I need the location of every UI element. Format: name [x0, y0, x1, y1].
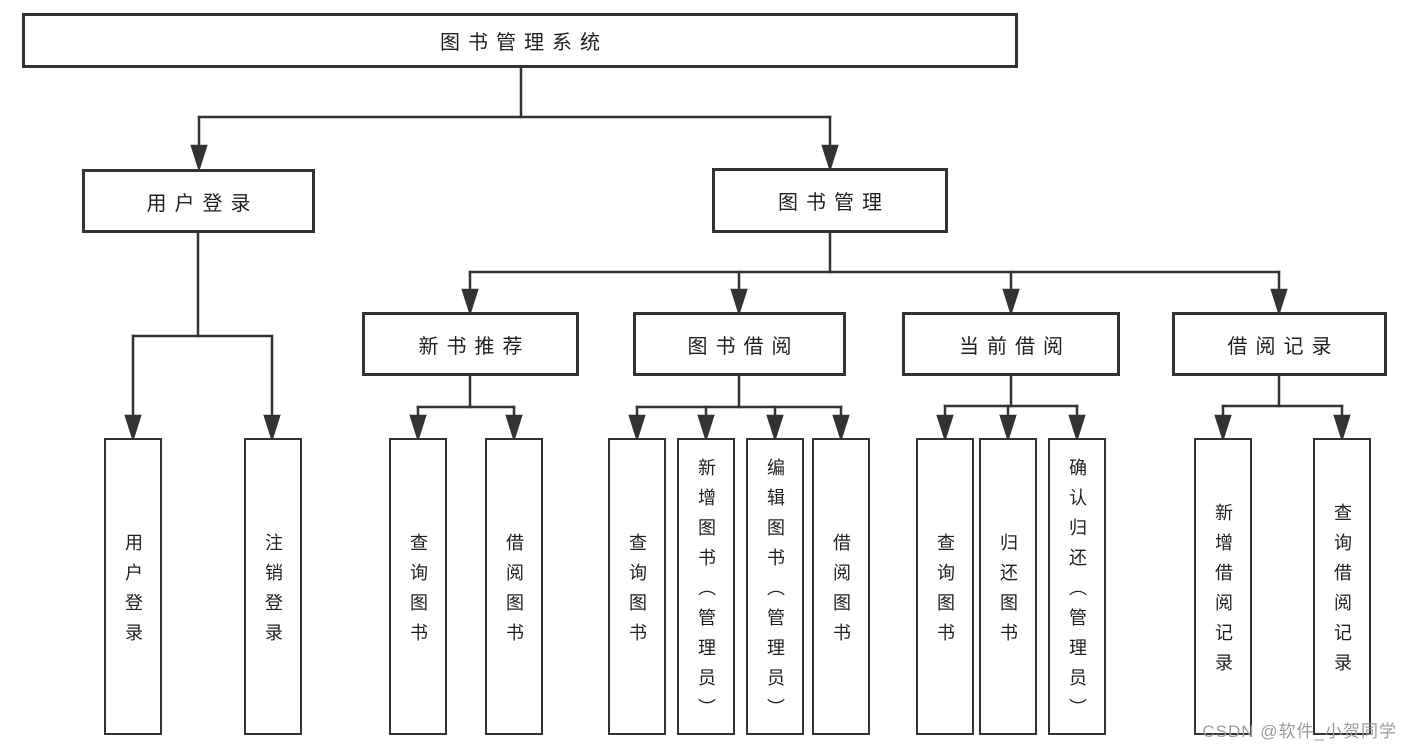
node-borrowing-records-label: 借阅记录: [1227, 335, 1340, 358]
leaf-add-borrow-record: 新增借阅记录: [1194, 438, 1252, 735]
node-current-borrowing-label: 当前借阅: [959, 335, 1071, 358]
leaf-return-books-label: 归还图书: [998, 532, 1018, 653]
leaf-search-books-current-label: 查询图书: [935, 532, 955, 653]
node-book-management-label: 图书管理: [778, 192, 890, 214]
node-borrowing-records: 借阅记录: [1172, 312, 1387, 376]
leaf-borrow-books-recommend: 借阅图书: [485, 438, 543, 735]
leaf-add-books-admin-label: 新增图书（管理员）: [696, 457, 716, 728]
leaf-search-borrow-record-label: 查询借阅记录: [1332, 502, 1352, 683]
leaf-add-books-admin: 新增图书（管理员）: [677, 438, 735, 735]
node-user-login-group: 用户登录: [82, 169, 315, 233]
node-new-book-recommendation: 新书推荐: [362, 312, 579, 376]
leaf-borrow-books-label: 借阅图书: [831, 532, 851, 653]
leaf-search-books-borrow: 查询图书: [608, 438, 666, 735]
node-book-borrowing-label: 图书借阅: [687, 335, 800, 358]
leaf-logout: 注销登录: [244, 438, 302, 735]
leaf-confirm-return-admin-label: 确认归还（管理员）: [1067, 457, 1087, 728]
leaf-borrow-books-recommend-label: 借阅图书: [504, 532, 524, 653]
node-library-management-system: 图书管理系统: [22, 13, 1018, 68]
leaf-user-login-label: 用户登录: [123, 532, 143, 653]
leaf-edit-books-admin: 编辑图书（管理员）: [746, 438, 804, 735]
leaf-add-borrow-record-label: 新增借阅记录: [1213, 502, 1233, 683]
node-book-borrowing: 图书借阅: [633, 312, 846, 376]
node-user-login-group-label: 用户登录: [146, 192, 259, 215]
leaf-logout-label: 注销登录: [263, 532, 283, 653]
leaf-user-login: 用户登录: [104, 438, 162, 735]
leaf-search-borrow-record: 查询借阅记录: [1313, 438, 1371, 735]
node-library-management-system-label: 图书管理系统: [440, 32, 608, 54]
leaf-return-books: 归还图书: [979, 438, 1037, 735]
node-current-borrowing: 当前借阅: [902, 312, 1120, 376]
leaf-search-books-recommend-label: 查询图书: [408, 532, 428, 653]
leaf-search-books-borrow-label: 查询图书: [627, 532, 647, 653]
leaf-confirm-return-admin: 确认归还（管理员）: [1048, 438, 1106, 735]
leaf-borrow-books: 借阅图书: [812, 438, 870, 735]
csdn-watermark: CSDN @软件_小贺同学: [1202, 722, 1397, 741]
leaf-edit-books-admin-label: 编辑图书（管理员）: [765, 457, 785, 728]
leaf-search-books-recommend: 查询图书: [389, 438, 447, 735]
node-book-management: 图书管理: [712, 168, 948, 233]
leaf-search-books-current: 查询图书: [916, 438, 974, 735]
node-new-book-recommendation-label: 新书推荐: [418, 335, 531, 358]
